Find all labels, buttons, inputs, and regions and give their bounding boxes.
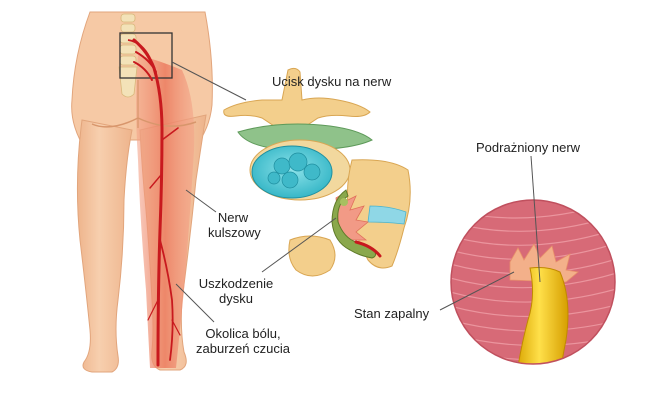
label-pain-area-line1: Okolica bólu, bbox=[205, 326, 281, 341]
label-pain-area-line2: zaburzeń czucia bbox=[196, 341, 290, 356]
zoom-illustration bbox=[450, 199, 616, 365]
leader-lines bbox=[171, 61, 541, 323]
label-disc-pressure-text: Ucisk dysku na nerw bbox=[272, 74, 392, 89]
label-disc-damage-line1: Uszkodzenie bbox=[198, 276, 274, 291]
body-illustration bbox=[71, 11, 213, 373]
label-pain-area: Okolica bólu, zaburzeń czucia bbox=[188, 326, 298, 356]
label-sciatic-nerve-line1: Nerw bbox=[217, 210, 249, 225]
label-disc-pressure: Ucisk dysku na nerw bbox=[272, 74, 391, 89]
label-irritated-nerve-text: Podrażniony nerw bbox=[476, 140, 581, 155]
label-irritated-nerve: Podrażniony nerw bbox=[476, 140, 580, 155]
label-inflammation-text: Stan zapalny bbox=[354, 306, 430, 321]
label-inflammation: Stan zapalny bbox=[354, 306, 429, 321]
label-disc-damage: Uszkodzenie dysku bbox=[194, 276, 278, 306]
vertebra-illustration bbox=[223, 67, 411, 277]
label-sciatic-nerve-line2: kulszowy bbox=[208, 225, 261, 240]
label-disc-damage-line2: dysku bbox=[219, 291, 253, 306]
label-sciatic-nerve: Nerw kulszowy bbox=[208, 210, 261, 240]
